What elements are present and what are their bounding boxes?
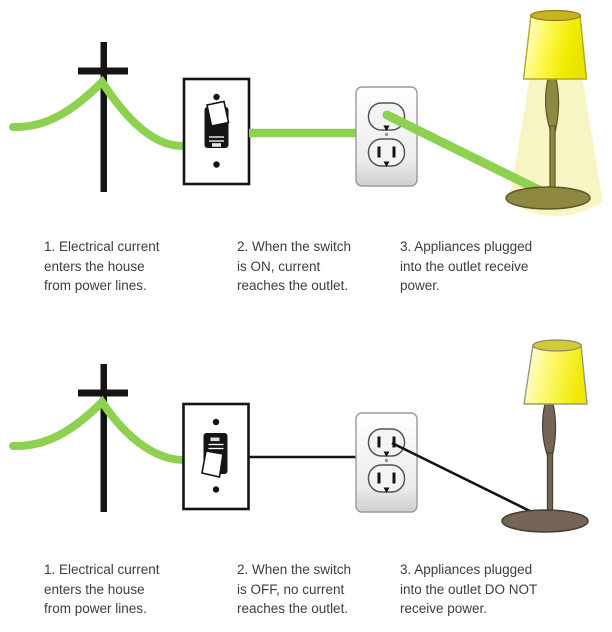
switch-toggle-off bbox=[201, 433, 228, 478]
lamp-off-icon bbox=[501, 339, 589, 533]
caption-on-step3: 3. Appliances plugged into the outlet re… bbox=[400, 239, 533, 293]
power-pole-icon bbox=[78, 364, 128, 512]
lamp-stem bbox=[541, 403, 557, 524]
lamp-cord-on bbox=[382, 110, 550, 198]
light-switch-off-icon bbox=[182, 402, 250, 511]
lamp-glow bbox=[509, 57, 603, 216]
caption-on-step1: 1. Electrical current enters the house f… bbox=[44, 239, 160, 293]
outlet-off-icon bbox=[355, 412, 418, 513]
outlet-on-icon bbox=[355, 86, 418, 187]
power-pole-icon bbox=[78, 42, 128, 192]
outlet-top-slots bbox=[377, 436, 396, 448]
light-switch-on-icon bbox=[182, 77, 251, 186]
lamp-base bbox=[501, 509, 589, 533]
lamp-shade-rim bbox=[532, 339, 582, 352]
diagram-switch-off bbox=[9, 339, 589, 533]
lamp-base bbox=[505, 186, 591, 210]
caption-off-step3: 3. Appliances plugged into the outlet DO… bbox=[400, 562, 538, 616]
switch-toggle-on bbox=[204, 100, 230, 148]
power-line-wire-off bbox=[9, 395, 190, 465]
caption-on-step2: 2. When the switch is ON, current reache… bbox=[237, 239, 352, 293]
diagram-switch-on bbox=[9, 9, 603, 216]
power-line-wire-on bbox=[9, 75, 188, 151]
outlet-ground-pin bbox=[383, 125, 390, 131]
lamp-shade-rim bbox=[530, 9, 581, 22]
lamp-shade-lit bbox=[522, 14, 588, 80]
caption-off-step1: 1. Electrical current enters the house f… bbox=[44, 562, 160, 616]
lamp-cord-off bbox=[391, 441, 545, 520]
caption-off-step2: 2. When the switch is OFF, no current re… bbox=[237, 562, 352, 616]
lamp-on-icon bbox=[505, 9, 591, 210]
lamp-shade-unlit bbox=[523, 344, 588, 405]
